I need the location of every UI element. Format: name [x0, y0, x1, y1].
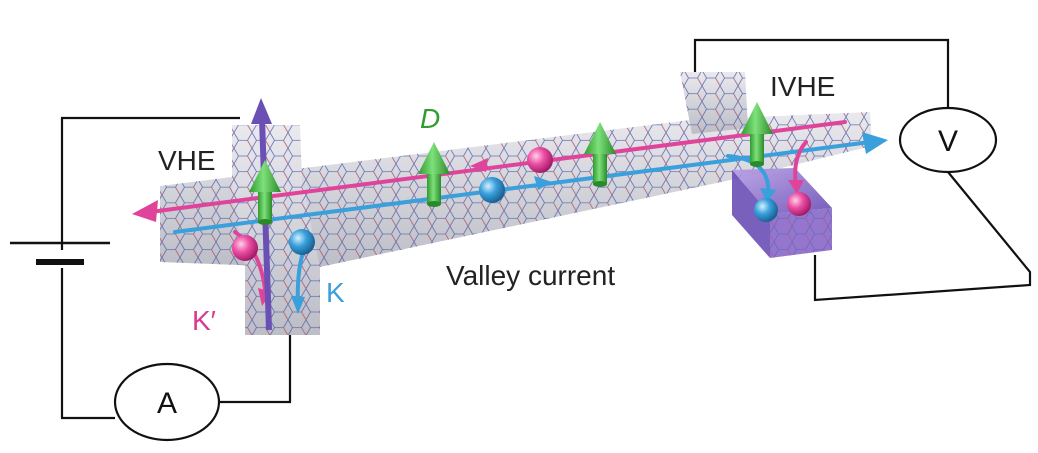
- dipole-arrow-icon: [418, 142, 450, 207]
- k-current-arrowhead: [862, 132, 888, 154]
- left-wire-right: [220, 330, 292, 404]
- k-prime-current-arrowhead: [132, 200, 158, 222]
- electron-sphere-icon: [479, 177, 505, 203]
- electron-sphere-icon: [232, 235, 258, 261]
- contact-block: [732, 168, 832, 258]
- electron-spheres: [232, 147, 811, 261]
- valley-current-label: Valley current: [446, 260, 615, 291]
- dipole-arrows: [249, 102, 773, 225]
- left-circuit: [60, 116, 292, 420]
- dipole-arrow-icon: [741, 102, 773, 167]
- voltmeter-label: V: [938, 125, 958, 158]
- ammeter-label: A: [157, 387, 177, 420]
- vhe-label: VHE: [158, 145, 216, 176]
- electron-sphere-icon: [289, 229, 315, 255]
- right-wire-bottom: [813, 171, 1032, 302]
- dipole-arrow-icon: [249, 160, 281, 225]
- left-wire-top: [60, 116, 240, 250]
- battery-icon: [10, 241, 110, 265]
- left-wire-bottom: [60, 268, 115, 420]
- voltmeter-icon: V: [898, 106, 998, 174]
- right-circuit: [693, 38, 1032, 302]
- ammeter-icon: A: [113, 362, 221, 442]
- right-deflection: [726, 140, 808, 203]
- electron-sphere-icon: [754, 198, 778, 222]
- right-wire-top: [693, 38, 950, 110]
- dipole-arrow-icon: [584, 122, 616, 187]
- electron-sphere-icon: [787, 192, 811, 216]
- k-label: K: [326, 277, 345, 308]
- ivhe-label: IVHE: [770, 71, 835, 102]
- k-prime-label: K′: [192, 305, 216, 336]
- electron-sphere-icon: [527, 147, 553, 173]
- d-label: D: [420, 103, 440, 134]
